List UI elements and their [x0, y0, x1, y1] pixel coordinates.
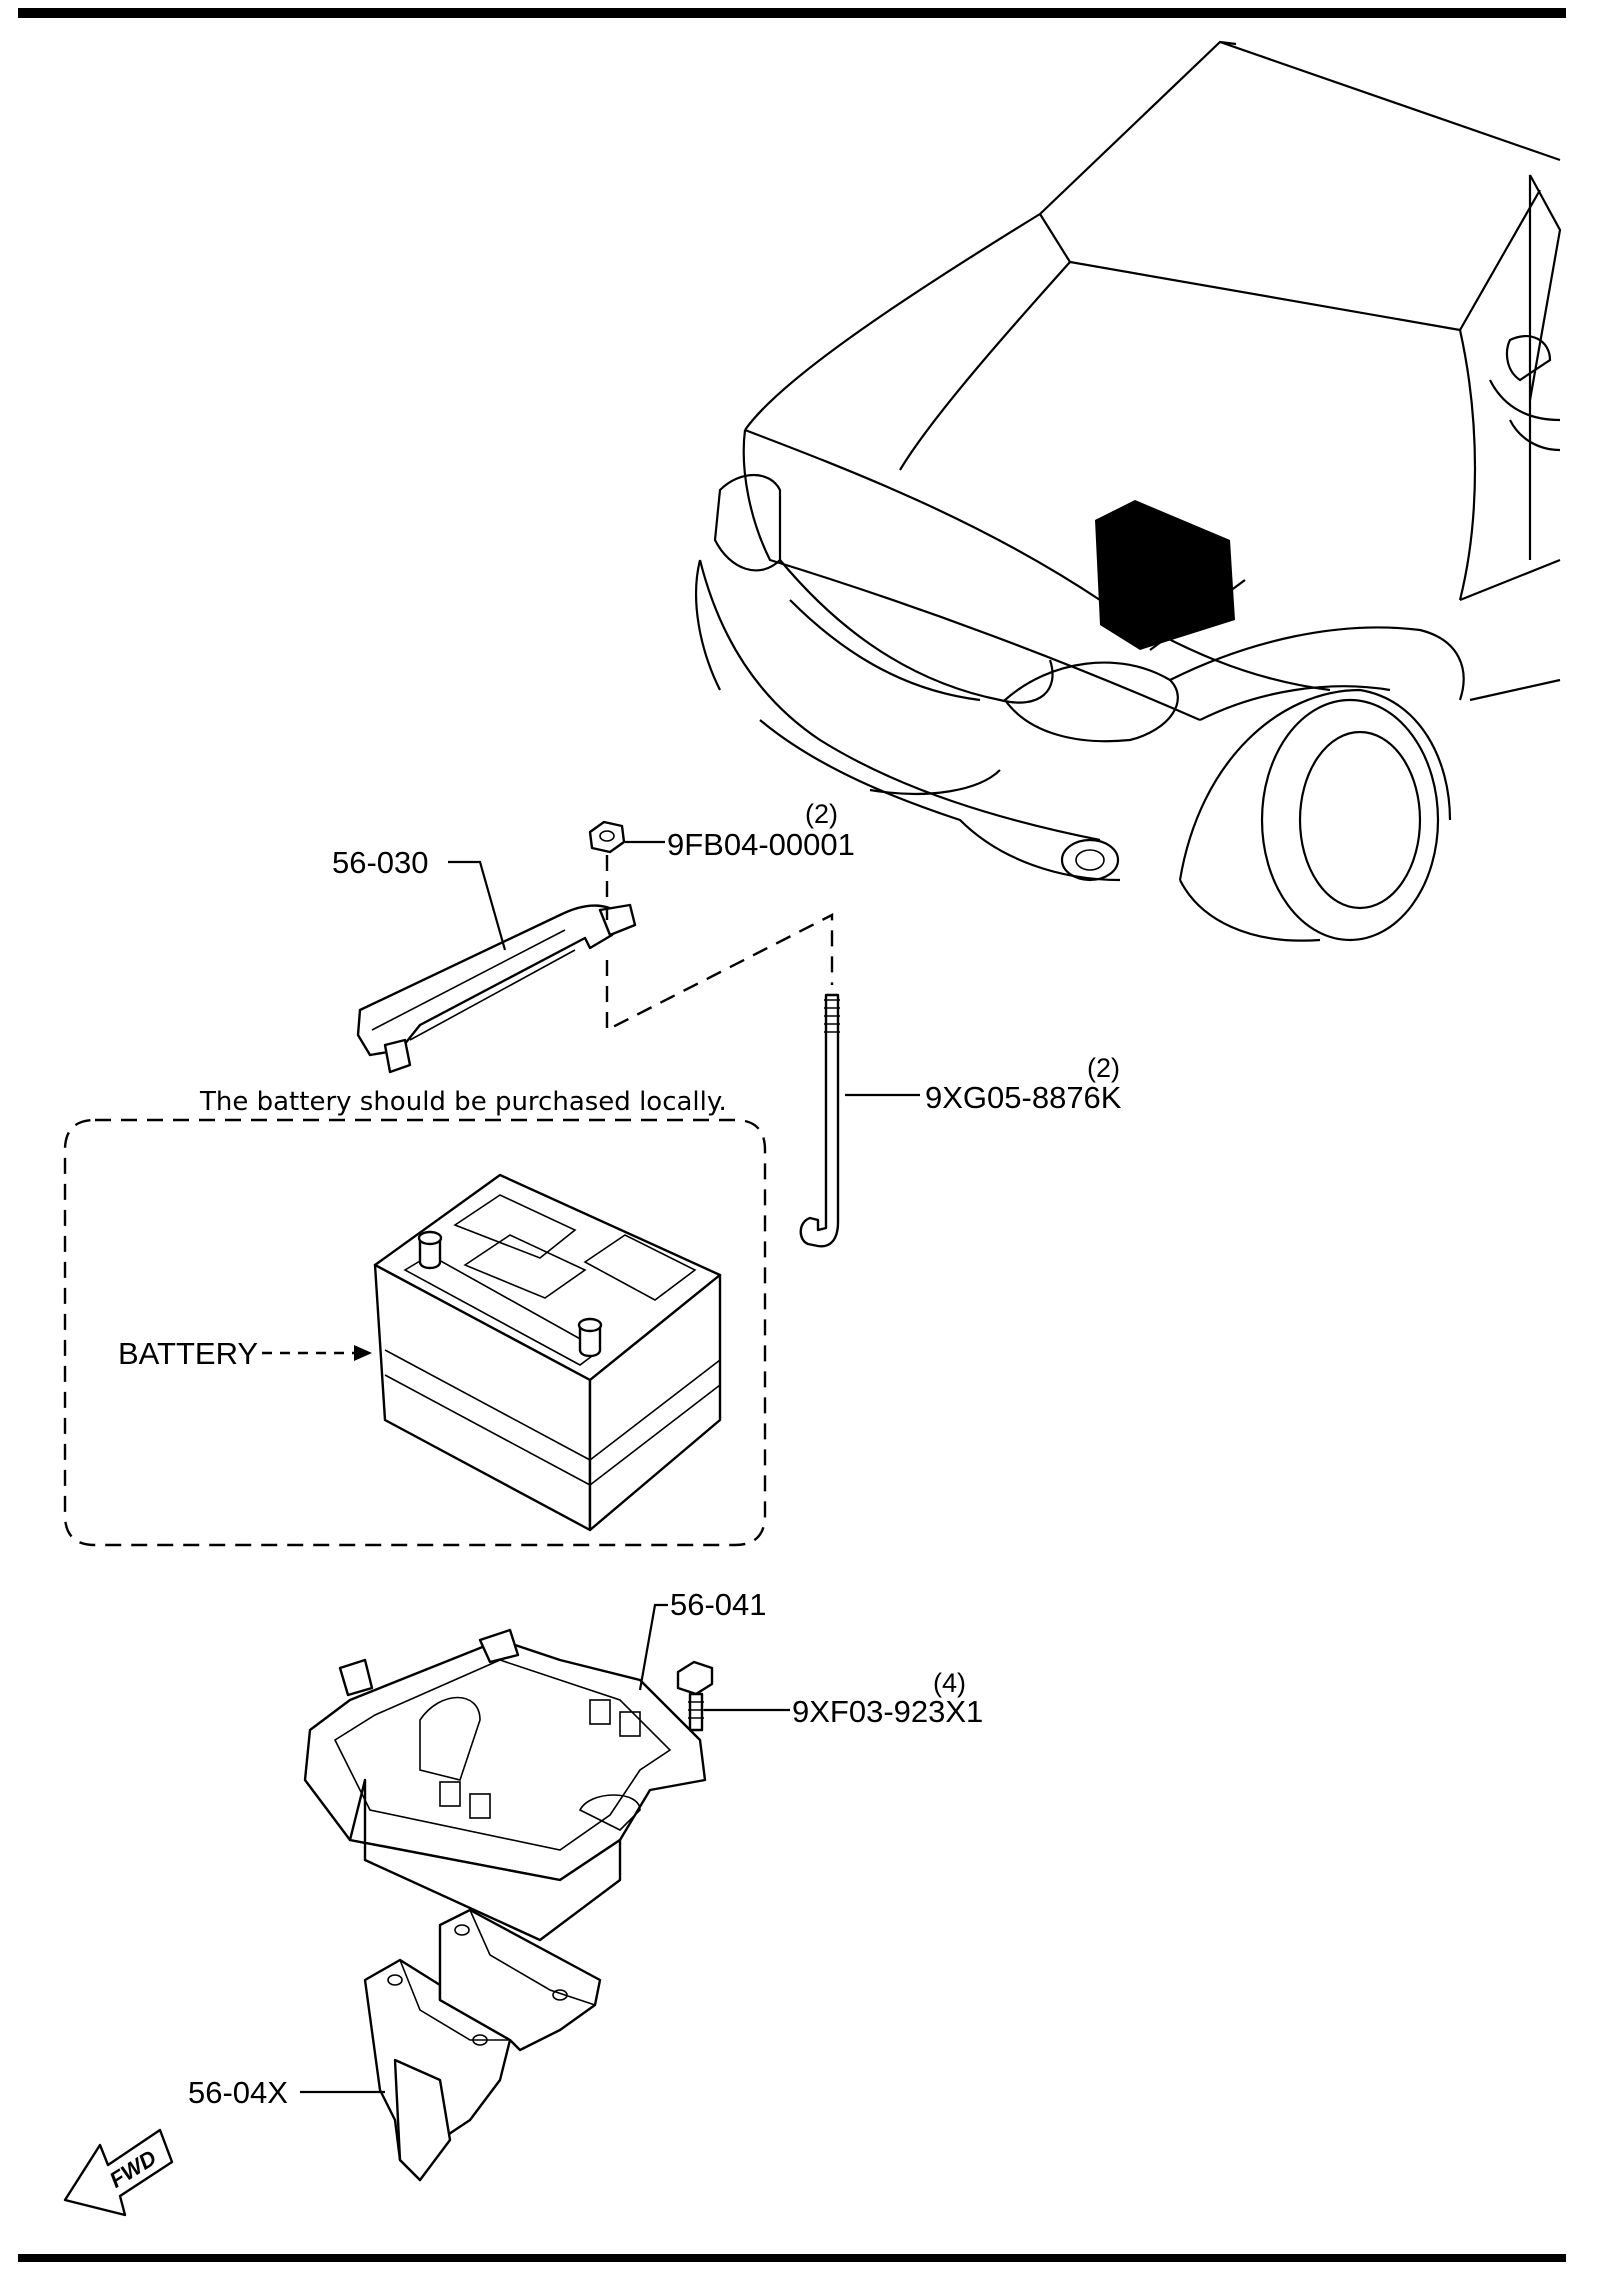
battery-label: BATTERY	[118, 1336, 258, 1371]
j-bolt	[799, 993, 840, 1248]
top-border	[18, 8, 1566, 18]
vehicle-front-illustration	[694, 40, 1562, 942]
nut	[588, 820, 626, 854]
fwd-arrow: FWD	[63, 2128, 174, 2217]
part-label-9XG05-8876K: 9XG05-8876K	[925, 1080, 1122, 1115]
battery-location-marker	[1095, 500, 1246, 651]
part-label-56-041: 56-041	[670, 1587, 767, 1622]
qty-label-9FB04-00001: (2)	[805, 799, 838, 829]
bolt	[676, 1660, 714, 1732]
tray-support-bracket	[363, 1908, 602, 2182]
hold-down-bracket	[356, 903, 637, 1074]
bottom-border	[18, 2254, 1566, 2262]
battery-note: The battery should be purchased locally.	[199, 1087, 727, 1117]
locally-purchased-frame	[63, 1118, 767, 1547]
part-label-56-030: 56-030	[332, 845, 429, 880]
qty-label-9XG05-8876K: (2)	[1087, 1053, 1120, 1083]
battery-tray	[303, 1628, 707, 1942]
part-label-9XF03-923X1: 9XF03-923X1	[792, 1694, 983, 1729]
qty-label-9XF03-923X1: (4)	[933, 1668, 966, 1698]
battery	[373, 1173, 722, 1532]
part-label-56-04X: 56-04X	[188, 2075, 288, 2110]
part-label-9FB04-00001: 9FB04-00001	[667, 827, 855, 862]
